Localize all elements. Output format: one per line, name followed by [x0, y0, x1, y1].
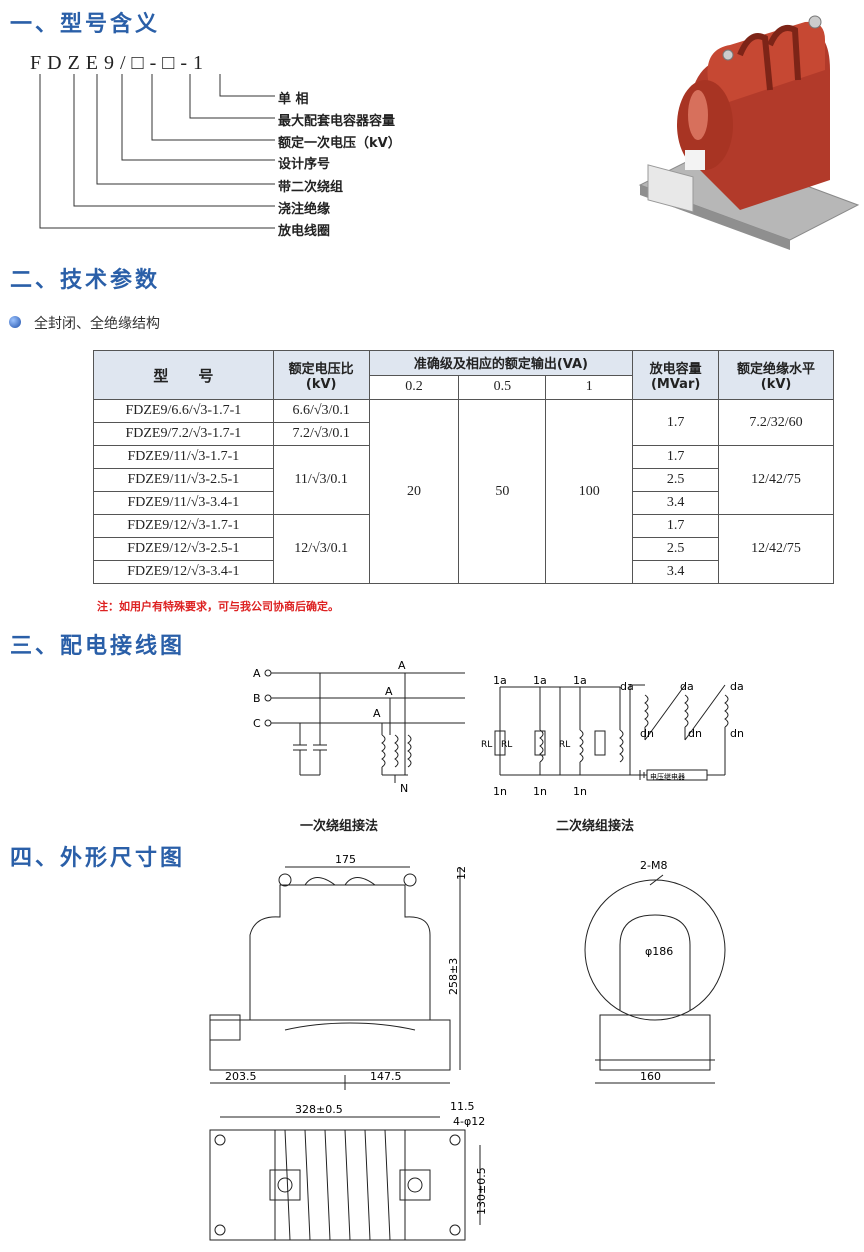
row-ratio: 6.6/√3/0.1 [272, 399, 370, 423]
sec-1n: 1n [573, 785, 587, 798]
row-model: FDZE9/12/√3-1.7-1 [93, 514, 274, 538]
row-model: FDZE9/7.2/√3-1.7-1 [93, 422, 274, 446]
dim-12: 12 [455, 866, 468, 880]
header-insulation: 额定绝缘水平 (kV) [718, 350, 834, 400]
row-cap: 2.5 [632, 537, 720, 561]
dim-147: 147.5 [370, 1070, 402, 1083]
header-discharge: 放电容量 (MVar) [632, 350, 720, 400]
dim-130: 130±0.5 [475, 1167, 488, 1215]
sec-1n: 1n [493, 785, 507, 798]
row-model: FDZE9/11/√3-3.4-1 [93, 491, 274, 515]
primary-caption: 一次绕组接法 [300, 819, 379, 834]
dim-160: 160 [640, 1070, 661, 1083]
class-1: 1 [545, 374, 634, 400]
section-title-tech-params: 二、技术参数 [10, 268, 161, 293]
sec-1n: 1n [533, 785, 547, 798]
dim-203: 203.5 [225, 1070, 257, 1083]
table-note: 注：如用户有特殊要求，可与我公司协商后确定。 [97, 600, 339, 613]
phase-c-left: C [253, 717, 261, 730]
da-label: da [680, 680, 694, 693]
sec-1a: 1a [493, 674, 507, 687]
sec-1a: 1a [573, 674, 587, 687]
class-0-2: 0.2 [368, 374, 460, 400]
dim-258: 258±3 [447, 958, 460, 995]
da-label: da [620, 680, 634, 693]
class-0-5: 0.5 [458, 374, 547, 400]
row-cap: 1.7 [632, 514, 720, 538]
bullet-icon [9, 316, 21, 328]
phase-a-low: A [373, 707, 381, 720]
meaning-discharge-coil: 放电线圈 [278, 224, 331, 239]
output-1: 100 [545, 399, 634, 584]
header-model: 型 号 [93, 350, 274, 400]
dim-186: φ186 [645, 945, 673, 958]
output-0-2: 20 [368, 399, 460, 584]
row-model: FDZE9/11/√3-1.7-1 [93, 445, 274, 469]
row-model: FDZE9/12/√3-3.4-1 [93, 560, 274, 584]
phase-a-top: A [398, 659, 406, 672]
rl-label: RL [481, 740, 492, 750]
neutral-label: N [400, 782, 408, 795]
meaning-secondary: 带二次绕组 [278, 180, 344, 195]
row-model: FDZE9/6.6/√3-1.7-1 [93, 399, 274, 423]
row-ratio: 11/√3/0.1 [272, 445, 370, 515]
meaning-capacity: 最大配套电容器容量 [278, 114, 396, 129]
row-cap: 3.4 [632, 560, 720, 584]
row-cap: 3.4 [632, 491, 720, 515]
rl-label: RL [501, 740, 512, 750]
row-insulation: 12/42/75 [718, 514, 834, 584]
product-photo [638, 15, 860, 250]
sec-1a: 1a [533, 674, 547, 687]
dn-label: dn [640, 727, 654, 740]
relay-label: 电压继电器 [650, 772, 685, 781]
secondary-caption: 二次绕组接法 [556, 819, 635, 834]
output-0-5: 50 [458, 399, 547, 584]
da-label: da [730, 680, 744, 693]
dim-328: 328±0.5 [295, 1103, 343, 1116]
dim-m8: 2-M8 [640, 859, 667, 872]
row-ratio: 12/√3/0.1 [272, 514, 370, 584]
feature-text: 全封闭、全绝缘结构 [34, 316, 160, 332]
model-code-leader-lines [39, 74, 275, 229]
wiring-diagram: A B C A A A N 1a 1a 1a 1n 1n 1n RL RL RL… [253, 659, 744, 798]
section-title-model-meaning: 一、型号含义 [10, 12, 161, 37]
header-ratio: 额定电压比 (kV) [272, 350, 370, 400]
meaning-design-no: 设计序号 [278, 157, 331, 172]
dn-label: dn [730, 727, 744, 740]
row-model: FDZE9/11/√3-2.5-1 [93, 468, 274, 492]
dim-11-5: 11.5 [450, 1100, 475, 1113]
model-code: FDZE9/□-□-1 [30, 52, 210, 74]
meaning-voltage: 额定一次电压（kV） [278, 136, 401, 151]
meaning-single-phase: 单 相 [278, 92, 309, 107]
spec-table: 型 号 额定电压比 (kV) 准确级及相应的额定输出(VA) 放电容量 (MVa… [93, 350, 834, 584]
row-insulation: 7.2/32/60 [718, 399, 834, 446]
phase-a-mid: A [385, 685, 393, 698]
dim-175: 175 [335, 855, 356, 866]
section-title-dimensions: 四、外形尺寸图 [10, 846, 186, 871]
section-title-wiring: 三、配电接线图 [10, 634, 186, 659]
phase-b-left: B [253, 692, 261, 705]
dimension-drawings: 175 12 258±3 203.5 147.5 2-M8 φ186 160 3… [209, 855, 726, 1241]
phase-a-left: A [253, 667, 261, 680]
row-ratio: 7.2/√3/0.1 [272, 422, 370, 446]
dn-label: dn [688, 727, 702, 740]
row-cap: 2.5 [632, 468, 720, 492]
header-accuracy: 准确级及相应的额定输出(VA) [368, 350, 634, 376]
row-cap: 1.7 [632, 445, 720, 469]
row-insulation: 12/42/75 [718, 445, 834, 515]
row-cap: 1.7 [632, 399, 720, 446]
rl-label: RL [559, 740, 570, 750]
meaning-cast: 浇注绝缘 [278, 202, 331, 217]
row-model: FDZE9/12/√3-2.5-1 [93, 537, 274, 561]
dim-holes: 4-φ12 [453, 1115, 485, 1128]
